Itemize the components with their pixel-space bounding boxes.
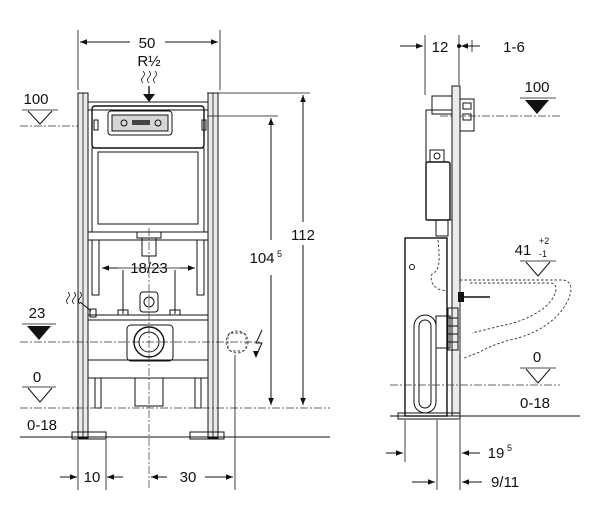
floor-level-marker: 0 0-18 xyxy=(20,369,330,438)
dim-30-label: 30 xyxy=(180,469,197,486)
water-supply-symbol: R½ xyxy=(137,53,161,102)
height-dimensions: 104 5 112 xyxy=(207,92,315,405)
bottom-dimensions: 10 30 xyxy=(60,355,236,490)
level-41-label: 41 xyxy=(515,242,532,259)
level-23-label: 23 xyxy=(29,305,46,322)
dim-12-label: 12 xyxy=(432,39,449,56)
side-view: 12 1-6 100 xyxy=(386,35,580,491)
waste-outlet xyxy=(126,228,174,490)
side-frame xyxy=(397,85,490,420)
dim-9-11-label: 9/11 xyxy=(491,474,519,491)
width-50-dimension: 50 xyxy=(77,30,221,90)
bracket-dim-label: 18/23 xyxy=(130,260,168,277)
wc-bowl-outline xyxy=(430,239,572,359)
side-floor-marker: 0 0-18 xyxy=(390,349,580,417)
floor-range-label: 0-18 xyxy=(27,417,57,434)
dim-10-label: 10 xyxy=(84,469,101,486)
cistern xyxy=(91,105,207,262)
side-bottom-dimensions: 19 5 9/11 xyxy=(386,420,519,491)
height-104-sup: 5 xyxy=(277,249,282,259)
level-0-label: 0 xyxy=(33,369,41,386)
side-level-0-label: 0 xyxy=(533,349,541,366)
side-floor-range-label: 0-18 xyxy=(520,395,550,412)
front-view: 50 R½ 100 xyxy=(20,30,330,490)
width-50-label: 50 xyxy=(139,35,156,52)
electrical-connection-symbol xyxy=(225,329,263,358)
water-inlet-symbol xyxy=(66,291,97,318)
dim-19-label: 19 xyxy=(488,445,505,462)
side-level-100-label: 100 xyxy=(524,79,549,96)
height-112-label: 112 xyxy=(291,227,315,244)
top-offset-dimensions: 12 1-6 xyxy=(400,35,525,95)
dim-1-6-label: 1-6 xyxy=(503,39,525,56)
dim-19-sup: 5 xyxy=(507,443,512,453)
flush-plate-opening xyxy=(107,110,173,136)
bracket-18-23: 18/23 xyxy=(91,239,205,316)
tol-plus-label: +2 xyxy=(539,236,549,246)
level-100-label: 100 xyxy=(23,91,48,108)
pipe-size-label: R½ xyxy=(137,53,161,70)
seat-height-marker: 41 +2 -1 xyxy=(515,236,556,277)
level-23-marker: 23 xyxy=(20,305,260,343)
height-104-label: 104 xyxy=(249,250,274,267)
installation-frame xyxy=(71,92,225,440)
tol-minus-label: -1 xyxy=(539,249,547,259)
